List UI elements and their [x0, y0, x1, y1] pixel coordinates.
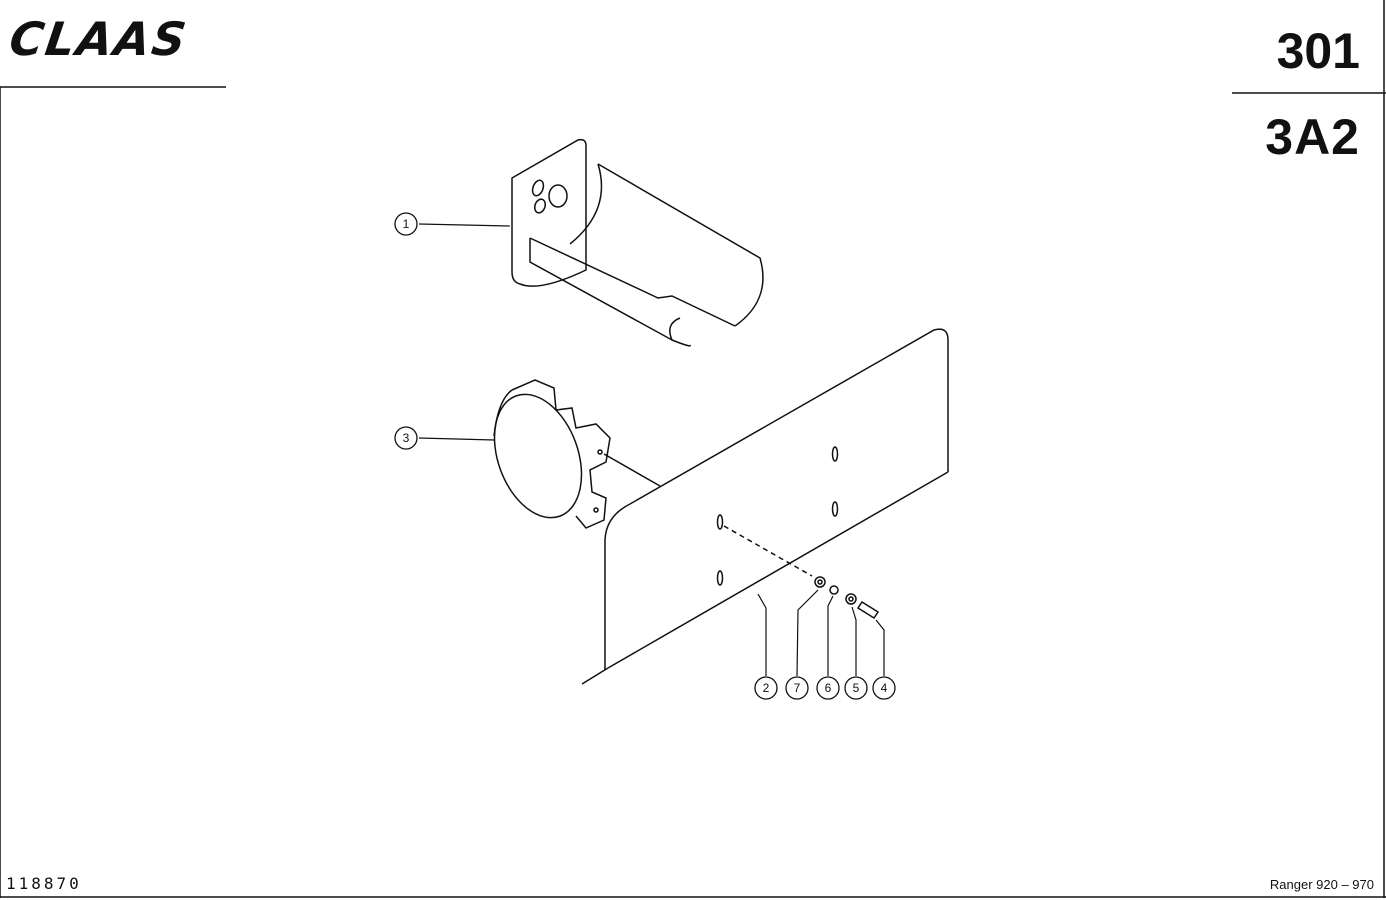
callout-5: 5: [853, 681, 860, 695]
callout-1: 1: [403, 217, 410, 231]
callout-6: 6: [825, 681, 832, 695]
fastener-hardware: [814, 576, 880, 620]
page-number: 301: [1276, 23, 1360, 79]
group-code: 3A2: [1265, 109, 1360, 165]
part-2-panel: [581, 328, 949, 685]
callout-3: 3: [403, 431, 410, 445]
part-3-bracket-ring: [493, 379, 661, 529]
model-range: Ranger 920 – 970: [1269, 877, 1374, 892]
drawing-number: 118870: [6, 874, 82, 893]
callout-4: 4: [881, 681, 888, 695]
leader-lines: [418, 223, 885, 677]
callout-7: 7: [794, 681, 801, 695]
callout-2: 2: [763, 681, 770, 695]
part-1-cover: [511, 138, 764, 347]
callout-circles: [394, 212, 896, 700]
